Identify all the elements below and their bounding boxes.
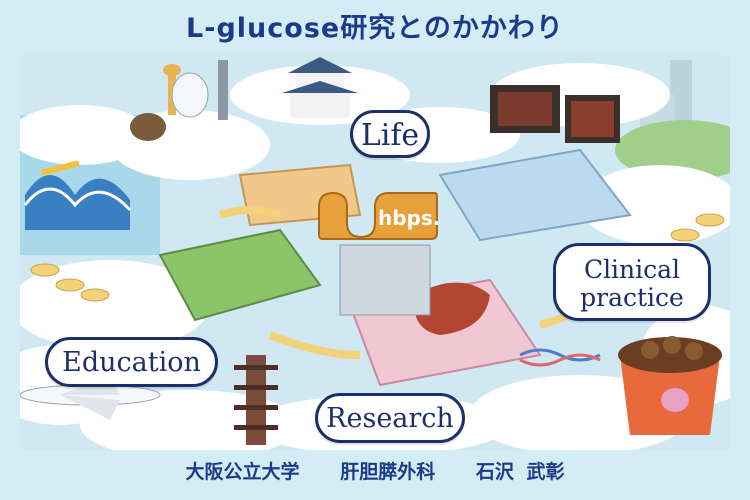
hospital-building	[339, 244, 431, 316]
life-label-text: Life	[360, 118, 420, 153]
wave-foam	[23, 187, 132, 212]
bridge-path-1	[218, 206, 282, 219]
giraffe-head	[163, 64, 181, 76]
polar-bear	[171, 72, 209, 118]
tsutenkaku-tower	[218, 60, 228, 120]
liver-model	[414, 282, 490, 335]
castle-roof	[282, 81, 358, 93]
bridge-path-2	[268, 331, 361, 359]
dna-strand	[519, 348, 601, 362]
takoyaki-cup	[618, 336, 722, 435]
research-label: Research	[315, 393, 465, 443]
clinical-label-line1: Clinical	[583, 255, 681, 284]
kiwi-bird	[130, 113, 166, 141]
green-hill	[615, 120, 730, 180]
footer-author: 石沢 武彰	[475, 461, 565, 483]
research-label-text: Research	[326, 403, 454, 434]
castle-base	[290, 93, 350, 118]
surfboard	[40, 160, 80, 176]
footer-department: 肝胆膵外科	[340, 461, 436, 483]
octopus-mascot	[661, 388, 689, 412]
clinical-label-line2: practice	[580, 282, 684, 312]
pagoda	[234, 355, 278, 445]
castle-roof-top	[288, 57, 352, 73]
education-platform	[158, 228, 322, 322]
clinical-practice-label: Clinical practice	[553, 243, 711, 321]
airplane	[20, 375, 161, 420]
dna-strand-2	[519, 353, 601, 367]
footer: 大阪公立大学 肝胆膵外科 石沢 武彰	[0, 457, 750, 484]
education-label: Education	[45, 337, 218, 387]
life-label: Life	[350, 110, 430, 158]
hbps-logo-icon	[318, 191, 438, 240]
poster-title: L-glucose研究とのかかわり	[186, 13, 564, 44]
education-label-text: Education	[62, 347, 201, 378]
clinical-platform	[438, 148, 632, 242]
monitor-screen-2	[571, 101, 614, 137]
monitor-screen-1	[498, 92, 552, 126]
footer-university: 大阪公立大学	[185, 461, 300, 483]
hbps-logo-text: hbps.	[378, 206, 441, 230]
